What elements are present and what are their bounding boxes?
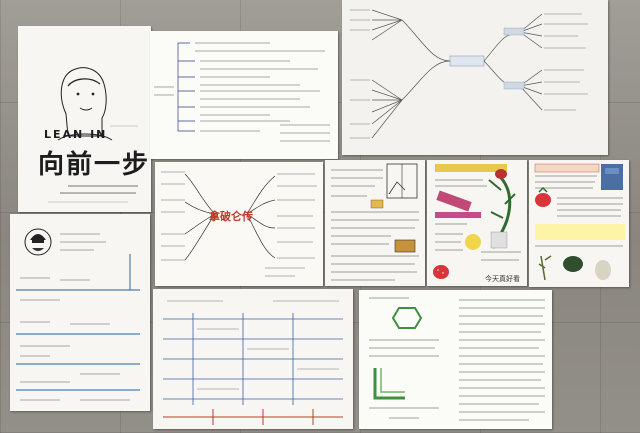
timeline-chart-drawing: [163, 300, 343, 425]
printed-notes-drawing: [369, 297, 545, 421]
note-illustrations: [331, 163, 419, 281]
book-title-en: LEAN IN: [44, 128, 108, 141]
sheet-mindmap-center: 拿破仑传: [155, 162, 323, 286]
sheet-lean-in: LEAN IN 向前一步: [18, 26, 151, 212]
portrait-sketch: [48, 67, 138, 203]
sheet-timeline-profile: [10, 214, 150, 411]
mindmap-branches: [154, 42, 330, 142]
sheet-jeans-page: [529, 160, 629, 287]
sheet-mindmap-top: [150, 31, 338, 159]
sheet-mindmap-printed: [342, 0, 608, 155]
book-title-zh: 向前一步: [38, 150, 151, 180]
timeline-profile: [16, 228, 140, 401]
sheet-printed-notes: [359, 290, 552, 429]
handwriting-lines: [60, 185, 138, 194]
sheet-watercolor: 今天真好看: [427, 160, 527, 286]
watercolor-drawings: [433, 164, 521, 279]
mindmap-center-label: 拿破仑传: [209, 210, 253, 223]
center-mindmap: [161, 171, 317, 277]
watercolor-caption: 今天真好看: [485, 275, 520, 283]
jeans-page-drawings: [534, 163, 625, 281]
printed-mindmap: [350, 9, 588, 139]
sheet-illustrated-note: [325, 160, 425, 286]
sheet-timeline-chart: [153, 289, 353, 429]
